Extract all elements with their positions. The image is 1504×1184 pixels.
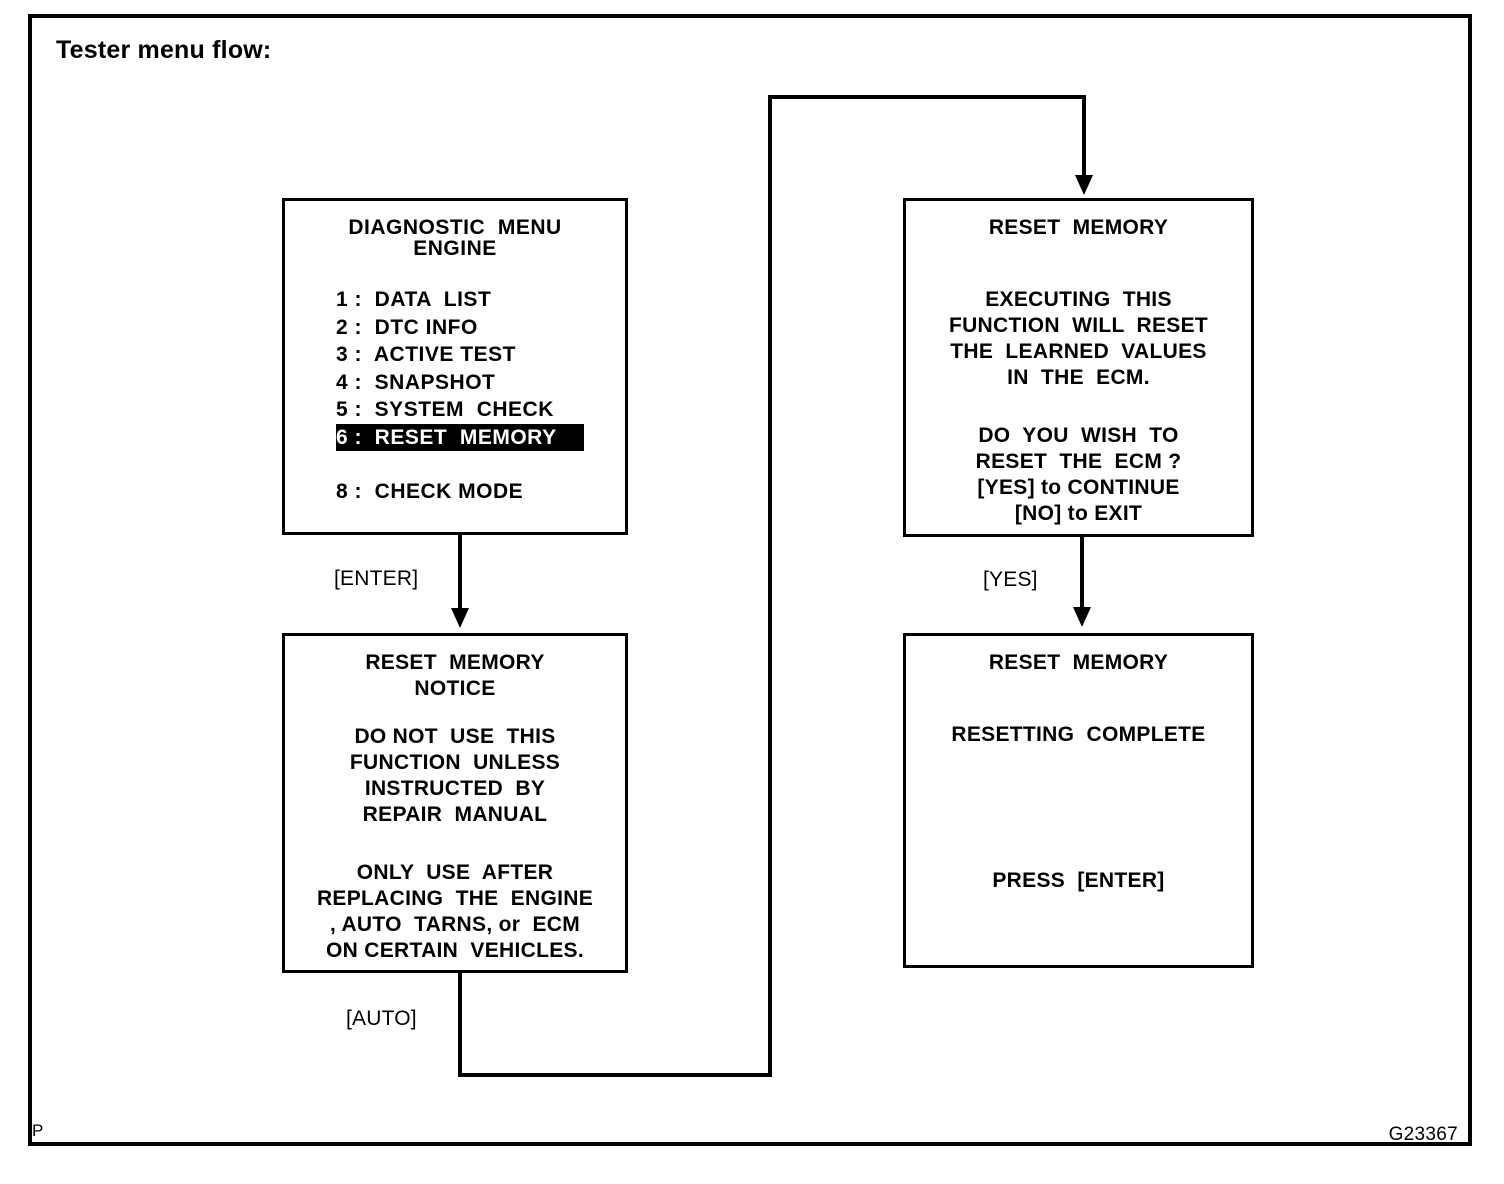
screen-diagnostic-menu: DIAGNOSTIC MENU ENGINE 1 : DATA LIST 2 :… — [282, 198, 628, 535]
diagnostic-menu-header: DIAGNOSTIC MENU ENGINE — [285, 217, 625, 259]
confirm-body-line-4: IN THE ECM. — [1007, 366, 1150, 389]
connector-riser-up — [768, 95, 772, 1077]
notice-subtitle: NOTICE — [414, 677, 496, 700]
reset-memory-confirm-body: RESET MEMORY EXECUTING THIS FUNCTION WIL… — [906, 215, 1251, 527]
notice-spacer-2 — [285, 828, 625, 860]
edge-label-auto: [AUTO] — [346, 1007, 417, 1030]
complete-spacer-2 — [906, 748, 1251, 868]
notice-spacer-1 — [285, 702, 625, 724]
notice-body-line-3: INSTRUCTED BY — [364, 777, 546, 800]
reset-memory-notice-body: RESET MEMORY NOTICE DO NOT USE THIS FUNC… — [285, 650, 625, 964]
screen-reset-memory-confirm: RESET MEMORY EXECUTING THIS FUNCTION WIL… — [903, 198, 1254, 537]
page-frame — [28, 14, 1472, 1146]
confirm-body-line-2: FUNCTION WILL RESET — [948, 314, 1209, 337]
notice-body2-line-4: ON CERTAIN VEHICLES. — [326, 939, 584, 962]
corner-mark: P — [32, 1121, 44, 1140]
connector-notice-right — [458, 1073, 772, 1077]
notice-body-line-4: REPAIR MANUAL — [362, 803, 548, 826]
complete-spacer-1 — [906, 676, 1251, 722]
edge-label-enter: [ENTER] — [334, 567, 419, 590]
arrowhead-into-confirm — [1075, 175, 1093, 195]
menu-item-check-mode[interactable]: 8 : CHECK MODE — [336, 480, 524, 503]
figure-code: G23367 — [1388, 1124, 1458, 1145]
edge-label-yes: [YES] — [983, 568, 1038, 591]
notice-body2-line-1: ONLY USE AFTER — [356, 861, 554, 884]
diagnostic-menu-list: 1 : DATA LIST 2 : DTC INFO 3 : ACTIVE TE… — [285, 286, 625, 506]
connector-menu-to-notice — [458, 535, 462, 610]
confirm-option-no[interactable]: [NO] to EXIT — [1014, 502, 1143, 525]
confirm-spacer-1 — [906, 241, 1251, 287]
connector-notice-down — [458, 973, 462, 1077]
menu-item-data-list[interactable]: 1 : DATA LIST — [336, 288, 492, 311]
complete-title: RESET MEMORY — [988, 651, 1169, 674]
menu-blank-row — [285, 451, 625, 478]
menu-item-system-check[interactable]: 5 : SYSTEM CHECK — [336, 398, 554, 421]
menu-item-active-test[interactable]: 3 : ACTIVE TEST — [336, 343, 516, 366]
menu-item-dtc-info[interactable]: 2 : DTC INFO — [336, 315, 478, 339]
screen-reset-memory-notice: RESET MEMORY NOTICE DO NOT USE THIS FUNC… — [282, 633, 628, 973]
confirm-question-line-2: RESET THE ECM ? — [975, 450, 1182, 473]
confirm-body-line-3: THE LEARNED VALUES — [950, 340, 1207, 363]
connector-down-to-confirm — [1082, 95, 1086, 177]
notice-body2-line-3: , AUTO TARNS, or ECM — [329, 913, 581, 936]
page-title: Tester menu flow: — [56, 36, 272, 64]
menu-item-reset-memory[interactable]: 6 : RESET MEMORY — [336, 423, 584, 451]
notice-body-line-1: DO NOT USE THIS — [354, 725, 556, 748]
confirm-spacer-2 — [906, 391, 1251, 423]
connector-confirm-to-complete — [1080, 537, 1084, 609]
reset-memory-complete-body: RESET MEMORY RESETTING COMPLETE PRESS [E… — [906, 650, 1251, 894]
arrowhead-confirm-to-complete — [1073, 607, 1091, 627]
confirm-title: RESET MEMORY — [988, 216, 1169, 239]
complete-status: RESETTING COMPLETE — [951, 723, 1206, 746]
screen-reset-memory-complete: RESET MEMORY RESETTING COMPLETE PRESS [E… — [903, 633, 1254, 968]
confirm-question-line-1: DO YOU WISH TO — [978, 424, 1179, 447]
confirm-body-line-1: EXECUTING THIS — [985, 288, 1172, 311]
complete-prompt[interactable]: PRESS [ENTER] — [992, 869, 1165, 892]
diagnostic-menu-subtitle: ENGINE — [413, 237, 497, 260]
arrowhead-menu-to-notice — [451, 608, 469, 628]
notice-body2-line-2: REPLACING THE ENGINE — [316, 887, 594, 910]
diagnostic-menu-title: DIAGNOSTIC MENU — [348, 216, 562, 239]
connector-top-right — [768, 95, 1086, 99]
menu-item-snapshot[interactable]: 4 : SNAPSHOT — [336, 370, 496, 394]
notice-title: RESET MEMORY — [365, 651, 545, 674]
notice-body-line-2: FUNCTION UNLESS — [349, 751, 561, 774]
confirm-option-yes[interactable]: [YES] to CONTINUE — [977, 476, 1180, 499]
